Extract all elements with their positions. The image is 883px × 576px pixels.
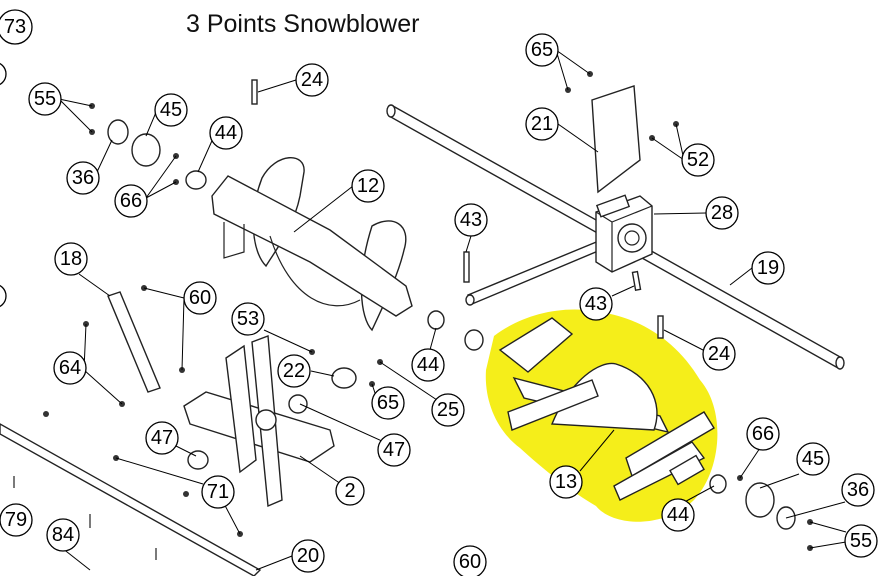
callout-71: 71 — [201, 475, 235, 509]
callout-cut-left — [0, 62, 7, 86]
callout-18: 18 — [54, 242, 88, 276]
callout-cut-left — [0, 284, 7, 308]
callout-label: 65 — [531, 39, 553, 61]
callout-20: 20 — [291, 539, 325, 573]
frame-2 — [183, 335, 335, 508]
callout-label: 44 — [667, 504, 689, 526]
callout-label: 65 — [377, 392, 399, 414]
callout-13: 13 — [549, 465, 583, 499]
callout-label: 12 — [357, 175, 379, 197]
callout-43: 43 — [454, 203, 488, 237]
callout-12: 12 — [351, 169, 385, 203]
callout-label: 18 — [60, 248, 82, 270]
callout-43-lower: 43 — [579, 287, 613, 321]
callout-24-right: 24 — [702, 337, 736, 371]
callout-60: 60 — [183, 281, 217, 315]
callout-label: 13 — [555, 471, 577, 493]
callout-44: 44 — [209, 116, 243, 150]
callout-label: 47 — [151, 427, 173, 449]
callout-53: 53 — [231, 302, 265, 336]
callout-label: 25 — [437, 399, 459, 421]
callout-label: 21 — [531, 113, 553, 135]
callout-79: 79 — [0, 503, 33, 537]
auger-13 — [498, 317, 715, 501]
bar-18 — [107, 291, 161, 393]
callout-label: 84 — [52, 524, 74, 546]
callout-73: 73 — [0, 9, 33, 45]
callout-45-right: 45 — [796, 442, 830, 476]
callout-label: 79 — [5, 509, 27, 531]
callout-label: 52 — [687, 149, 709, 171]
callout-label: 20 — [297, 545, 319, 567]
callout-44-mid: 44 — [411, 348, 445, 382]
callout-47-right: 47 — [377, 433, 411, 467]
callout-label: 45 — [802, 448, 824, 470]
callout-label: 55 — [850, 530, 872, 552]
callout-label: 60 — [459, 551, 481, 573]
callout-label: 55 — [34, 88, 56, 110]
callout-label: 36 — [847, 479, 869, 501]
callout-label: 66 — [120, 190, 142, 212]
callout-19: 19 — [751, 251, 785, 285]
callout-65-mid: 65 — [371, 386, 405, 420]
callout-2: 2 — [335, 476, 365, 506]
callout-21: 21 — [525, 107, 559, 141]
leader-lines — [58, 49, 847, 571]
callout-66-right: 66 — [746, 417, 780, 451]
plate-21 — [591, 85, 641, 194]
callout-label: 2 — [344, 480, 355, 502]
callout-28: 28 — [705, 196, 739, 230]
callout-64: 64 — [53, 351, 87, 385]
callout-label: 19 — [757, 257, 779, 279]
gearbox-28 — [595, 194, 653, 273]
callout-label: 43 — [585, 293, 607, 315]
diagram-title: 3 Points Snowblower — [186, 10, 420, 38]
callout-25: 25 — [431, 393, 465, 427]
callout-52: 52 — [681, 143, 715, 177]
callout-label: 44 — [215, 122, 237, 144]
callout-label: 24 — [301, 69, 323, 91]
callout-label: 53 — [237, 308, 259, 330]
callout-label: 73 — [4, 16, 26, 38]
callout-label: 45 — [160, 99, 182, 121]
callout-label: 22 — [283, 360, 305, 382]
callout-label: 64 — [59, 357, 81, 379]
callout-label: 24 — [708, 343, 730, 365]
callout-84: 84 — [46, 518, 80, 552]
bar-20 — [0, 423, 262, 576]
callout-24: 24 — [295, 63, 329, 97]
callout-label: 43 — [460, 209, 482, 231]
callout-60-bottom: 60 — [453, 545, 487, 576]
callout-66: 66 — [114, 184, 148, 218]
callout-label: 60 — [189, 287, 211, 309]
callout-45: 45 — [154, 93, 188, 127]
callout-label: 66 — [752, 423, 774, 445]
callout-47-left: 47 — [145, 421, 179, 455]
callout-label: 28 — [711, 202, 733, 224]
callout-44-right: 44 — [661, 498, 695, 532]
callout-22: 22 — [277, 354, 311, 388]
callout-label: 47 — [383, 439, 405, 461]
callout-36-right: 36 — [841, 473, 875, 507]
callout-55: 55 — [28, 82, 62, 116]
callout-55-right: 55 — [844, 524, 878, 558]
callout-label: 71 — [207, 481, 229, 503]
callout-65: 65 — [525, 33, 559, 67]
callout-label: 36 — [72, 167, 94, 189]
callout-36: 36 — [66, 161, 100, 195]
auger-12 — [211, 157, 413, 332]
callout-label: 44 — [417, 354, 439, 376]
